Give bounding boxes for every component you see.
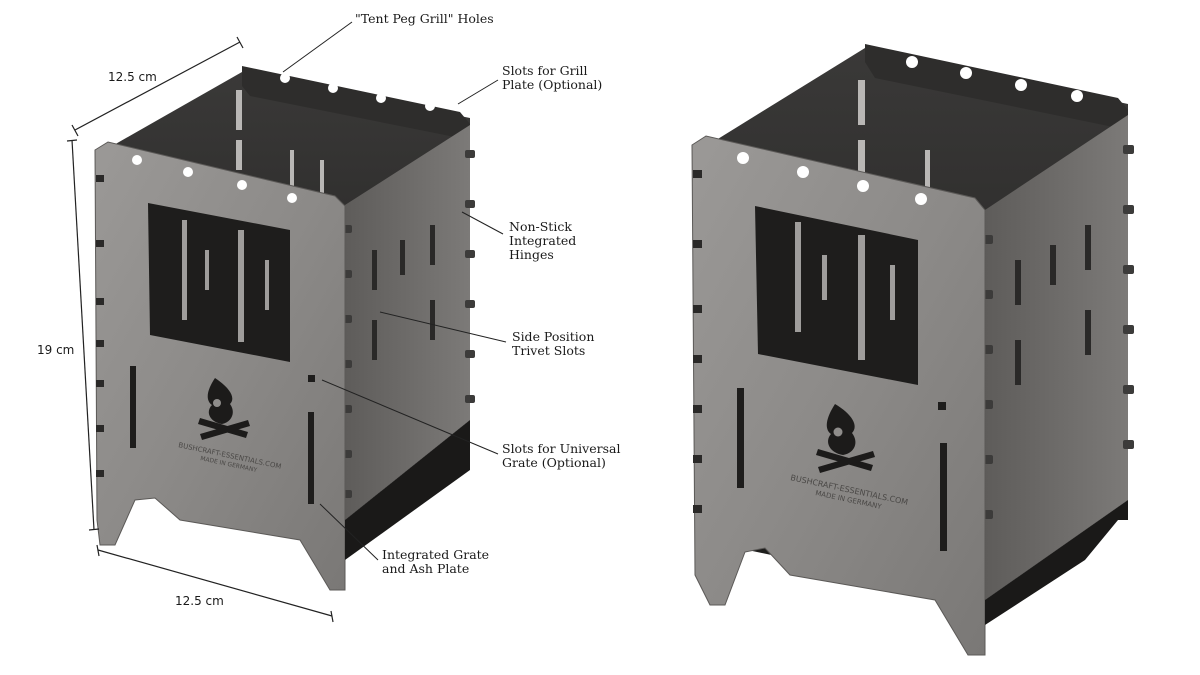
window-slots [795,222,895,360]
front-top-holes [132,155,297,203]
stove-base [345,420,470,560]
stove-front-panel [691,135,986,656]
dimension-lines [66,36,334,623]
back-top-panel [865,44,1128,130]
stove-side-panel [345,125,470,520]
callout-grill-plate-slots: Slots for Grill Plate (Optional) [502,63,603,92]
lower-right-slot [308,412,314,504]
grate-slot-square [938,402,946,410]
dim-height-label: 19 cm [37,343,75,357]
window-slots [182,220,269,342]
campfire-logo-icon [816,404,875,473]
back-top-panel [242,66,470,140]
side-slots [1015,225,1091,385]
campfire-logo-icon [198,378,250,440]
dim-bottom-width-label: 12.5 cm [175,594,224,608]
lower-left-slot [130,366,136,448]
callout-ash-plate: Integrated Grate and Ash Plate [382,547,490,576]
dim-line-top [74,41,241,131]
callout-hinges: Non-Stick Integrated Hinges [509,219,577,262]
callout-universal-grate-slots: Slots for Universal Grate (Optional) [502,441,621,470]
tent-peg-holes [906,56,1083,102]
callout-tent-peg-holes: "Tent Peg Grill" Holes [355,11,494,26]
front-edge-notches [693,170,702,513]
lower-left-slot [737,388,744,488]
dim-line-bottom [97,549,333,617]
stove-base [985,500,1128,625]
front-top-holes [737,152,927,205]
stove-annotated: BUSHCRAFT-ESSENTIALS.COM MADE IN GERMANY [94,66,475,591]
dim-top-width-label: 12.5 cm [108,70,157,84]
dim-line-height [71,139,95,531]
tent-peg-holes [280,73,435,111]
side-slots [372,225,435,360]
front-edge-notches [96,175,104,477]
callout-trivet-slots: Side Position Trivet Slots [512,329,595,358]
stove-plain: BUSHCRAFT-ESSENTIALS.COM MADE IN GERMANY [691,44,1134,656]
lower-right-slot [940,443,947,551]
grate-slot-square [308,375,315,382]
stove-side-panel [985,115,1128,600]
callout-leaders [282,21,507,561]
